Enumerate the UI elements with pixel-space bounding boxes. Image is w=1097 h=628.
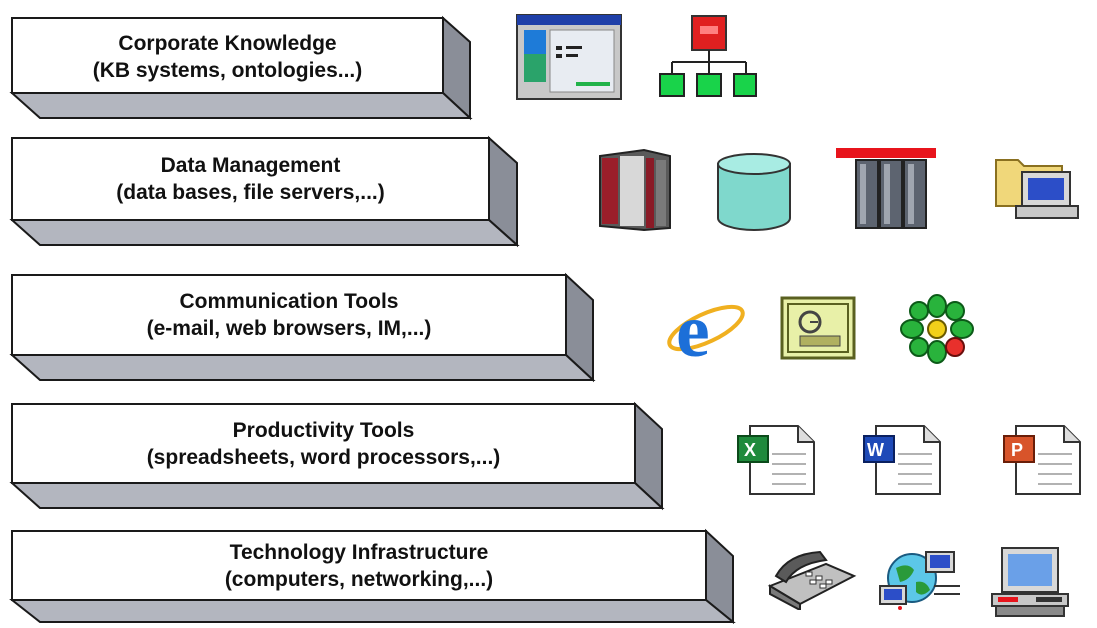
server-tower-icon [599,148,671,232]
layer-box-corporate-knowledge [9,15,473,121]
layer-box-technology-infrastructure [9,528,736,625]
powerpoint-document-icon: P [1003,425,1081,495]
layer-subtitle: (spreadsheets, word processors,...) [146,446,501,469]
svg-text:X: X [744,440,756,460]
layer-box-communication-tools [9,272,596,383]
word-document-icon: W [863,425,941,495]
layer-subtitle: (computers, networking,...) [224,568,494,591]
database-icon [717,153,791,231]
excel-document-icon: X [737,425,815,495]
window-app-icon [516,14,622,100]
layer-title: Corporate Knowledge [118,32,337,55]
layer-subtitle: (KB systems, ontologies...) [92,59,363,82]
layer-label-technology-infrastructure: Technology Infrastructure (computers, ne… [12,539,706,593]
layer-label-corporate-knowledge: Corporate Knowledge (KB systems, ontolog… [12,30,443,84]
internet-explorer-icon: e [667,290,745,364]
layer-subtitle: (data bases, file servers,...) [116,181,385,204]
telephone-icon [767,550,857,610]
email-client-icon [780,296,856,360]
layer-label-productivity-tools: Productivity Tools (spreadsheets, word p… [12,417,635,471]
layer-title: Productivity Tools [232,419,415,442]
org-chart-icon [659,15,757,97]
icq-flower-icon [900,294,974,364]
server-rack-icon [836,148,936,229]
svg-text:e: e [676,290,710,364]
layer-title: Communication Tools [179,290,399,313]
layer-title: Data Management [160,154,341,177]
file-server-icon [995,159,1079,219]
network-globe-icon [879,551,960,610]
layer-box-data-management [9,135,520,248]
layer-subtitle: (e-mail, web browsers, IM,...) [146,317,432,340]
layer-box-productivity-tools [9,401,665,511]
desktop-computer-icon [991,547,1069,617]
svg-text:W: W [867,440,884,460]
svg-text:P: P [1011,440,1023,460]
layer-label-communication-tools: Communication Tools (e-mail, web browser… [12,288,566,342]
layer-label-data-management: Data Management (data bases, file server… [12,152,489,206]
layer-title: Technology Infrastructure [229,541,489,564]
